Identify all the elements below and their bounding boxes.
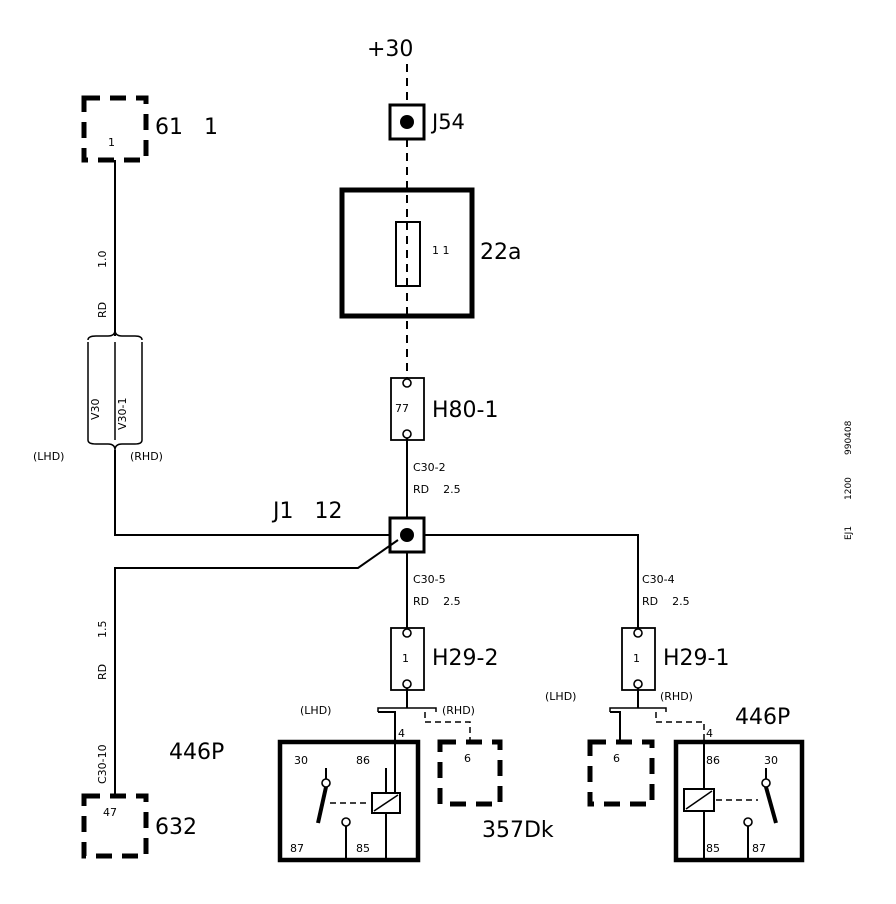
wire-c30-5-spec: RD 2.5 xyxy=(413,595,461,608)
relay-left-terminal: 4 xyxy=(398,727,405,740)
variant-v30-label: V30 xyxy=(89,398,102,420)
fuse-inner-label: 1 1 xyxy=(432,244,450,257)
j1-junction-dot xyxy=(400,528,414,542)
component-61-box xyxy=(81,95,149,163)
j54-label: J54 xyxy=(430,110,465,134)
variant-lhd-label: (LHD) xyxy=(33,450,64,463)
h29-2-pin-bottom xyxy=(402,679,412,689)
variant-v30-1-label: V30-1 xyxy=(116,398,129,431)
relay-left-pin-30: 30 xyxy=(294,754,308,767)
wire-61-size: 1.0 xyxy=(96,251,109,269)
wire-c30-4-spec: RD 2.5 xyxy=(642,595,690,608)
relay-left-rhd: (RHD) xyxy=(442,704,475,717)
relay-right-pin-30: 30 xyxy=(764,754,778,767)
component-632-pin: 47 xyxy=(103,806,117,819)
relay-right-coil-mark xyxy=(685,790,713,810)
fuse-label: 22a xyxy=(480,240,521,265)
relay-right-contact-pivot xyxy=(761,778,771,788)
component-357-box xyxy=(437,739,503,807)
relay-left-contact-pivot xyxy=(321,778,331,788)
h29-2-label: H29-2 xyxy=(432,646,498,671)
relay-right-lhd-lead xyxy=(610,711,621,742)
h29-1-pin-bottom xyxy=(633,679,643,689)
relay-left-rhd-lead xyxy=(424,712,471,742)
wire-632-color: RD xyxy=(96,664,109,680)
h80-pin-number: 77 xyxy=(395,402,409,415)
h29-1-pin-number: 1 xyxy=(633,652,640,665)
wire-c30-2-spec: RD 2.5 xyxy=(413,483,461,496)
relay-right-split xyxy=(609,707,667,712)
wire-632-size: 1.5 xyxy=(96,621,109,639)
component-632-box xyxy=(81,793,149,859)
wire-c30-4 xyxy=(424,534,639,628)
relay-right-lhd: (LHD) xyxy=(545,690,576,703)
relay-left-pin-86: 86 xyxy=(356,754,370,767)
supply-label: +30 xyxy=(367,37,413,62)
h29-1-pin-top xyxy=(633,628,643,638)
h29-2-pin-top xyxy=(402,628,412,638)
side-code-a: EJ1 xyxy=(844,526,854,540)
relay-left-coil-mark xyxy=(373,794,399,812)
h29-2-pin-number: 1 xyxy=(402,652,409,665)
relay-left-label: 446P xyxy=(169,740,224,765)
wire-c30-4-id: C30-4 xyxy=(642,573,675,586)
h29-1-label: H29-1 xyxy=(663,646,729,671)
side-code-c: 990408 xyxy=(844,420,854,455)
relay-right-pin-85: 85 xyxy=(706,842,720,855)
relay-right-label: 446P xyxy=(735,705,790,730)
relay-right-pin-87: 87 xyxy=(752,842,766,855)
component-357-label: 357Dk xyxy=(482,818,554,843)
variant-brace-bottom xyxy=(87,439,143,451)
variant-rhd-label: (RHD) xyxy=(130,450,163,463)
relay-left-lhd-lead xyxy=(378,711,396,744)
component-632-label: 632 xyxy=(155,815,197,840)
h80-pin-top xyxy=(402,378,412,388)
component-61-pin: 1 xyxy=(108,136,115,149)
relay-right-box xyxy=(673,739,805,863)
wire-61-color: RD xyxy=(96,302,109,318)
relay-left-contact-arm xyxy=(316,786,328,824)
h80-pin-bottom xyxy=(402,429,412,439)
relay-left-lhd: (LHD) xyxy=(300,704,331,717)
wire-632-id: C30-10 xyxy=(96,744,109,784)
fuse-box xyxy=(339,187,475,319)
variant-brace-top xyxy=(87,329,143,341)
right-dashed-box-pin: 6 xyxy=(613,752,620,765)
wire-j1-to-lhd xyxy=(114,450,390,536)
relay-right-rhd-lead xyxy=(655,712,705,742)
component-61-label: 61 1 xyxy=(155,115,218,140)
side-code-b: 1200 xyxy=(844,477,854,500)
relay-right-rhd: (RHD) xyxy=(660,690,693,703)
j54-junction-dot xyxy=(400,115,414,129)
component-357-pin: 6 xyxy=(464,752,471,765)
wire-c30-5-id: C30-5 xyxy=(413,573,446,586)
wire-c30-2-id: C30-2 xyxy=(413,461,446,474)
relay-left-87-contact xyxy=(341,817,351,827)
wire-j1-to-632 xyxy=(114,539,399,796)
relay-right-terminal: 4 xyxy=(706,727,713,740)
j1-label: J1 12 xyxy=(271,499,342,524)
relay-right-pin-86: 86 xyxy=(706,754,720,767)
relay-left-split xyxy=(377,707,437,712)
relay-left-pin-85: 85 xyxy=(356,842,370,855)
h80-label: H80-1 xyxy=(432,398,498,423)
relay-right-87-contact xyxy=(743,817,753,827)
relay-left-pin-87: 87 xyxy=(290,842,304,855)
right-dashed-box xyxy=(587,739,655,807)
relay-right-contact-arm xyxy=(764,786,778,824)
